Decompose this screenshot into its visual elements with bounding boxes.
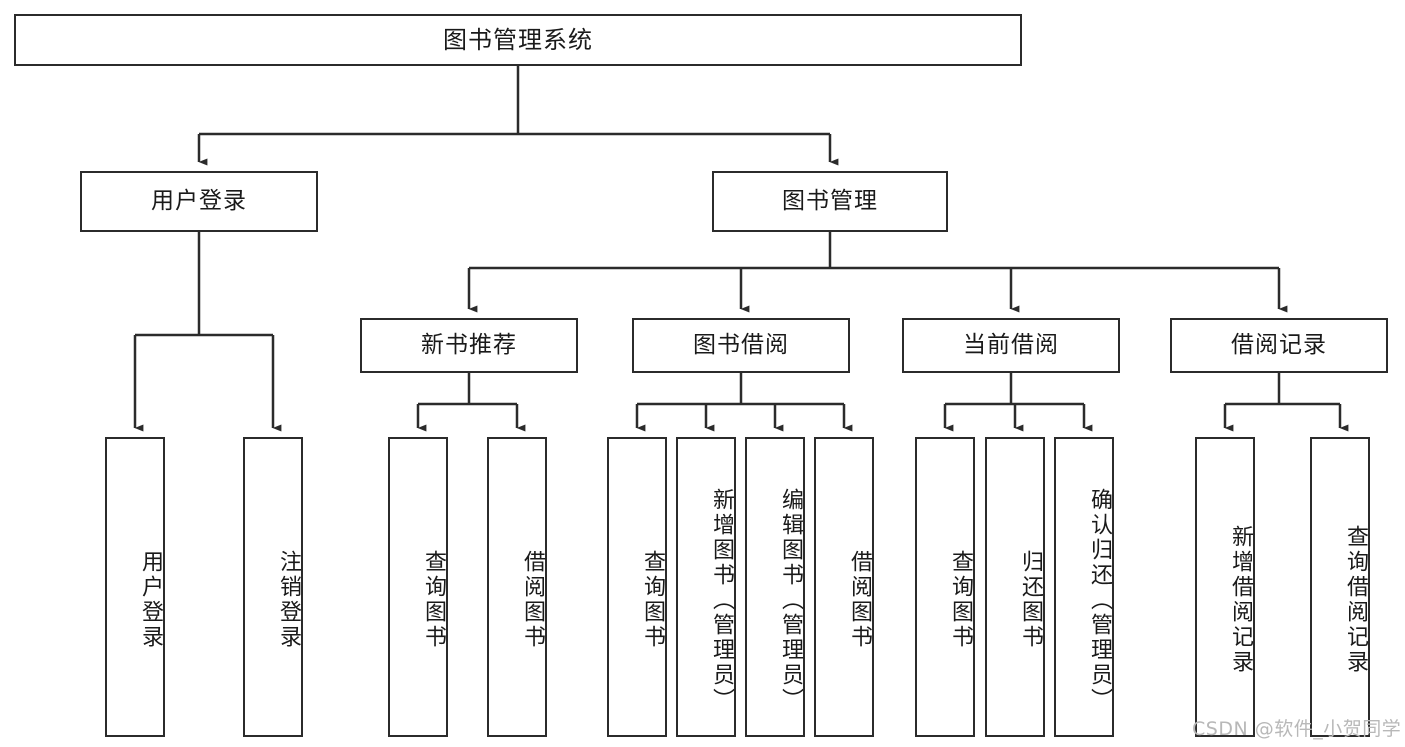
- leaf-add-book-admin[interactable]: 新增图书（管理员）: [676, 437, 736, 737]
- leaf-borrow-book-recommend[interactable]: 借阅图书: [487, 437, 547, 737]
- connector-user-login-to-leaves: [133, 232, 282, 432]
- node-new-book-recommend[interactable]: 新书推荐: [360, 318, 578, 373]
- connector-record-to-leaves: [1223, 373, 1349, 432]
- connector-book-management-to-level2: [467, 232, 1288, 313]
- node-root-book-management-system[interactable]: 图书管理系统: [14, 14, 1022, 66]
- node-book-borrow[interactable]: 图书借阅: [632, 318, 850, 373]
- leaf-edit-book-admin[interactable]: 编辑图书（管理员）: [745, 437, 805, 737]
- watermark-text: CSDN @软件_小贺同学: [1192, 718, 1402, 740]
- leaf-add-borrow-record[interactable]: 新增借阅记录: [1195, 437, 1255, 737]
- connector-root-to-level1: [197, 66, 839, 166]
- leaf-confirm-return-admin[interactable]: 确认归还（管理员）: [1054, 437, 1114, 737]
- node-current-borrow[interactable]: 当前借阅: [902, 318, 1120, 373]
- node-borrow-record[interactable]: 借阅记录: [1170, 318, 1388, 373]
- node-book-management[interactable]: 图书管理: [712, 171, 948, 232]
- leaf-query-book-current[interactable]: 查询图书: [915, 437, 975, 737]
- connector-borrow-to-leaves: [635, 373, 853, 432]
- leaf-query-book-borrow[interactable]: 查询图书: [607, 437, 667, 737]
- connector-current-to-leaves: [943, 373, 1093, 432]
- leaf-return-book[interactable]: 归还图书: [985, 437, 1045, 737]
- node-user-login[interactable]: 用户登录: [80, 171, 318, 232]
- leaf-user-login[interactable]: 用户登录: [105, 437, 165, 737]
- leaf-borrow-book[interactable]: 借阅图书: [814, 437, 874, 737]
- connector-recommend-to-leaves: [416, 373, 526, 432]
- leaf-logout[interactable]: 注销登录: [243, 437, 303, 737]
- leaf-query-book-recommend[interactable]: 查询图书: [388, 437, 448, 737]
- leaf-query-borrow-record[interactable]: 查询借阅记录: [1310, 437, 1370, 737]
